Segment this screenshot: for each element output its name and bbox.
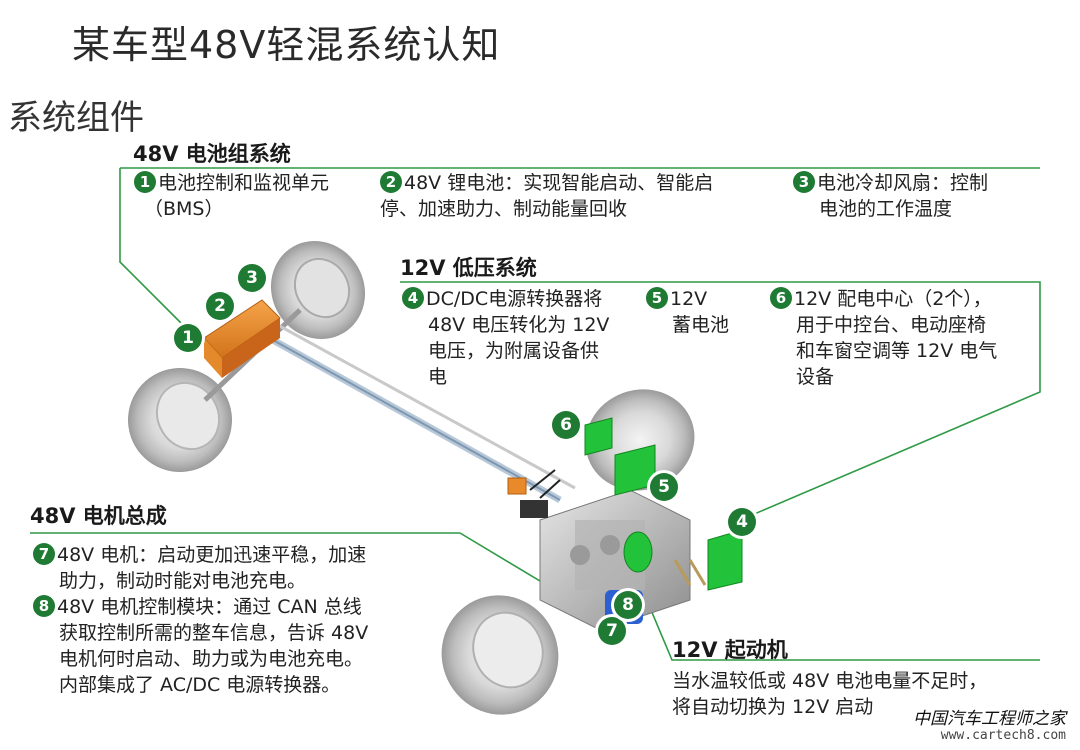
item-8-line-3: 电机何时启动、助力或为电池充电。	[59, 648, 364, 670]
callout-2: 2	[206, 292, 234, 320]
callout-8: 8	[614, 591, 642, 619]
item-6-line-4: 设备	[796, 366, 835, 388]
callout-3: 3	[238, 264, 266, 292]
battery-system-heading: 48V 电池组系统	[133, 142, 291, 166]
page-title: 某车型48V轻混系统认知	[72, 23, 501, 67]
battery-item-3-text: 电池冷却风扇：控制	[817, 172, 989, 194]
item-4-line-4: 电	[428, 366, 448, 388]
callout-6: 6	[552, 411, 580, 439]
item-5-line-1: 12V	[670, 288, 708, 310]
item-number-badge: 3	[793, 171, 815, 193]
callout-1: 1	[174, 324, 202, 352]
item-4-line-2: 48V 电压转化为 12V	[428, 314, 610, 336]
item-number-badge: 4	[402, 287, 424, 309]
item-7-line-1: 48V 电机：启动更加迅速平稳，加速	[57, 544, 367, 566]
watermark-name: 中国汽车工程师之家	[913, 709, 1066, 729]
item-8-line-2: 获取控制所需的整车信息，告诉 48V	[59, 622, 369, 644]
item-8-line-1: 48V 电机控制模块：通过 CAN 总线	[57, 596, 362, 618]
item-4-line-1: DC/DC电源转换器将	[426, 288, 603, 310]
starter-line-1: 当水温较低或 48V 电池电量不足时，	[672, 670, 988, 692]
battery-item-1-text: 电池控制和监视单元	[158, 172, 330, 194]
item-number-badge: 6	[770, 287, 792, 309]
page-subtitle: 系统组件	[8, 98, 144, 138]
item-6-line-1: 12V 配电中心（2个），	[794, 288, 992, 310]
low-voltage-heading: 12V 低压系统	[400, 256, 537, 280]
item-6-line-2: 用于中控台、电动座椅	[796, 314, 987, 336]
rear-left-wheel	[128, 368, 232, 472]
item-6-line-3: 和车窗空调等 12V 电气	[796, 340, 998, 362]
green-components	[584, 417, 743, 591]
item-5-line-2: 蓄电池	[672, 314, 730, 336]
dc-dc-converter	[707, 529, 743, 591]
callout-7: 7	[598, 617, 626, 645]
item-number-badge: 5	[646, 287, 668, 309]
starter-description: 当水温较低或 48V 电池电量不足时， 将自动切换为 12V 启动	[672, 668, 1042, 720]
battery-item-2-text2: 停、加速助力、制动能量回收	[380, 198, 628, 220]
starter-line-2: 将自动切换为 12V 启动	[672, 696, 874, 718]
battery-item-3-text2: 电池的工作温度	[819, 198, 953, 220]
battery-item-2-text: 48V 锂电池：实现智能启动、智能启	[404, 172, 714, 194]
item-7-line-2: 助力，制动时能对电池充电。	[59, 570, 307, 592]
48v-battery-pack	[203, 299, 281, 378]
leader-battery-bms	[119, 168, 187, 329]
callout-4: 4	[728, 508, 756, 536]
12v-battery	[623, 531, 653, 573]
item-4-line-3: 电压，为附属设备供	[428, 340, 600, 362]
item-8-line-4: 内部集成了 AC/DC 电源转换器。	[59, 674, 341, 696]
item-number-badge: 1	[134, 171, 156, 193]
front-left-wheel	[441, 595, 559, 715]
front-right-wheel	[585, 389, 695, 491]
watermark-url: www.cartech8.com	[940, 728, 1066, 743]
callout-5: 5	[650, 473, 678, 501]
battery-item-1-text2: （BMS）	[144, 198, 224, 220]
item-number-badge: 7	[33, 543, 55, 565]
motor-assembly-heading: 48V 电机总成	[30, 504, 167, 528]
engine-block	[539, 489, 691, 631]
item-number-badge: 8	[33, 595, 55, 617]
starter-heading: 12V 起动机	[672, 638, 788, 662]
distribution-center-1	[584, 417, 613, 456]
item-number-badge: 2	[380, 171, 402, 193]
leader-lowvoltage-system	[400, 281, 1041, 519]
